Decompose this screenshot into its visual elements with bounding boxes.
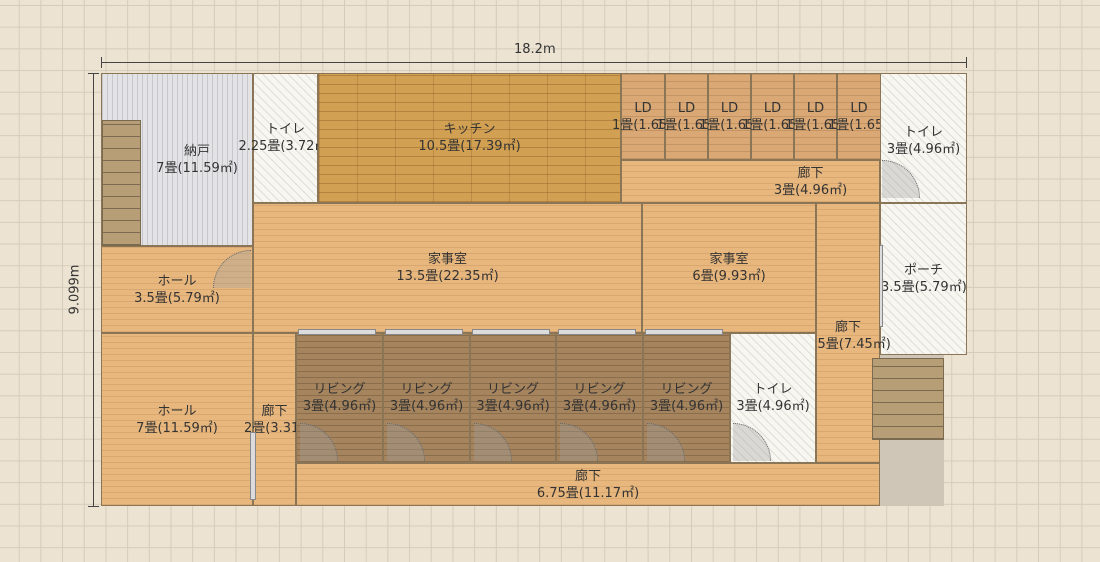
width-dimension-label: 18.2m [514,42,556,57]
room-name: 廊下 [834,319,861,335]
room-area: 3畳(4.96㎡) [476,399,550,414]
height-dimension-tick-top [88,73,99,74]
room-kajishitsu-2[interactable]: 家事室 6畳(9.93㎡) [642,203,816,333]
room-area: 13.5畳(22.35㎡) [396,269,499,284]
width-dimension-line [101,62,966,63]
room-area: 3.5畳(5.79㎡) [134,290,220,306]
room-name: リビング [486,382,539,397]
room-name: 廊下 [574,468,601,484]
height-dimension-line [93,73,94,506]
room-porch[interactable]: ポーチ 3.5畳(5.79㎡) [880,203,967,355]
room-area: 3畳(4.96㎡) [302,399,377,414]
stairs-right[interactable] [872,358,944,440]
stairs-left[interactable] [102,120,141,246]
room-area: 6畳(9.93㎡) [692,269,766,284]
room-kitchen[interactable]: キッチン 10.5畳(17.39㎡) [318,73,621,203]
room-kajishitsu-1[interactable]: 家事室 13.5畳(22.35㎡) [253,203,642,333]
window-living-2[interactable] [385,329,463,335]
room-name: リビング [400,382,453,397]
room-living-4[interactable]: リビング 3畳(4.96㎡) [556,333,643,463]
room-name: トイレ [903,124,943,140]
room-name: 家事室 [427,252,467,267]
room-toilet-1[interactable]: トイレ 2.25畳(3.72㎡) [238,73,333,203]
room-name: LD [763,100,782,116]
room-area: 7畳(11.59㎡) [136,420,218,436]
room-name: LD [634,100,652,116]
room-name: リビング [573,382,626,397]
room-area: 3畳(4.96㎡) [773,182,848,198]
window-living-3[interactable] [472,329,550,335]
room-name: LD [720,100,739,116]
room-area: 3.5畳(5.79㎡) [881,280,967,295]
height-dimension-tick-bottom [88,506,99,507]
room-name: キッチン [443,122,496,137]
room-name: トイレ [753,382,793,397]
room-area: 3畳(4.96㎡) [562,399,637,414]
window-living-1[interactable] [298,329,376,335]
room-area: 7畳(11.59㎡) [156,160,238,176]
corridor-3-door[interactable] [250,432,256,500]
room-area: 4.5畳(7.45㎡) [805,336,891,352]
room-name: LD [806,100,825,116]
room-name: ホール [157,273,197,289]
width-dimension-tick-right [966,57,967,68]
room-name: LD [850,100,868,116]
room-name: 廊下 [261,403,288,419]
room-name: 廊下 [797,165,824,181]
room-area: 3畳(4.96㎡) [736,399,810,414]
room-name: 納戸 [183,143,210,159]
room-area: 3畳(4.96㎡) [649,399,724,414]
room-area: 3畳(4.96㎡) [389,399,464,414]
room-area: 3畳(4.96㎡) [886,141,961,157]
room-living-2[interactable]: リビング 3畳(4.96㎡) [383,333,470,463]
room-name: LD [677,100,696,116]
room-name: トイレ [265,122,305,137]
room-area: 10.5畳(17.39㎡) [418,139,521,154]
room-name: 家事室 [709,252,749,267]
room-name: ポーチ [903,263,943,278]
room-area: 6.75畳(11.17㎡) [536,485,640,501]
room-name: リビング [313,382,366,397]
room-name: ホール [157,403,197,419]
window-living-5[interactable] [645,329,723,335]
window-living-4[interactable] [558,329,636,335]
room-name: リビング [660,382,713,397]
room-area: 2.25畳(3.72㎡) [238,139,333,154]
width-dimension-tick-left [101,57,102,68]
